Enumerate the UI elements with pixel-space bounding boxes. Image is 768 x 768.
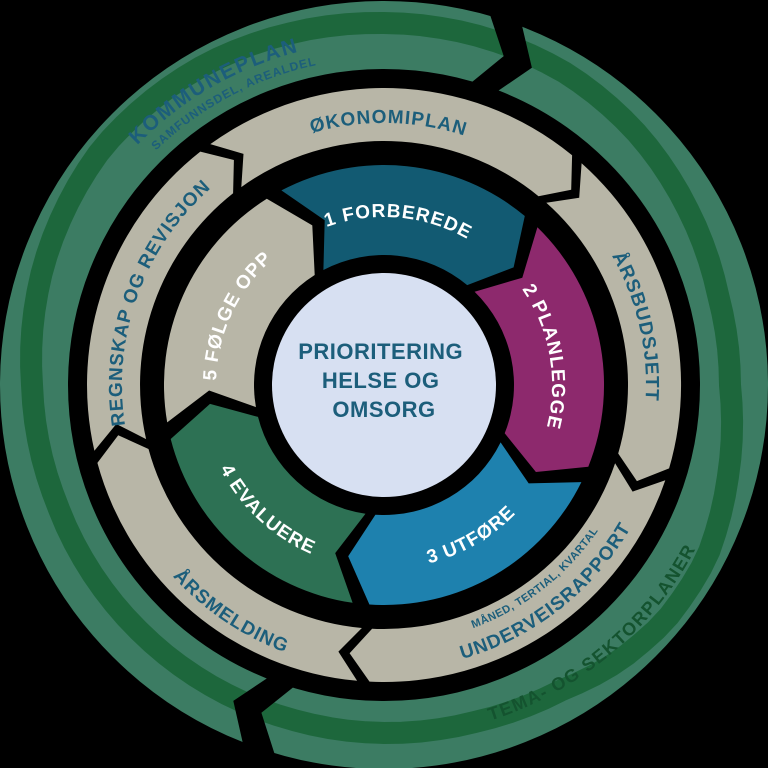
step-segment-5 — [163, 198, 315, 423]
step-segment-1 — [281, 165, 525, 286]
outer-band-stripe — [20, 11, 744, 745]
center-disc — [272, 273, 496, 497]
center-title-line3: OMSORG — [332, 397, 435, 422]
ring-segment-okonomiplan — [210, 88, 573, 197]
ring-segment-arsmelding — [97, 435, 362, 681]
step-segment-4 — [170, 403, 366, 603]
ring-segment-regnskap-og-revisjon — [87, 151, 234, 451]
document-ring — [87, 88, 682, 682]
outer-ring-break-bottom — [233, 674, 299, 760]
step-segment-2 — [474, 227, 605, 472]
ring-segment-arsbudsjett — [546, 163, 682, 482]
outer-ring-break-top — [466, 9, 532, 95]
center-circle — [272, 273, 496, 497]
process-ring — [163, 165, 605, 605]
center-title-line2: HELSE OG — [322, 368, 440, 393]
ring-segment-underveisrapport — [349, 463, 666, 682]
step-segment-3 — [348, 442, 582, 605]
center-title-line1: PRIORITERING — [298, 339, 463, 364]
center-title: PRIORITERING HELSE OG OMSORG — [298, 339, 470, 422]
